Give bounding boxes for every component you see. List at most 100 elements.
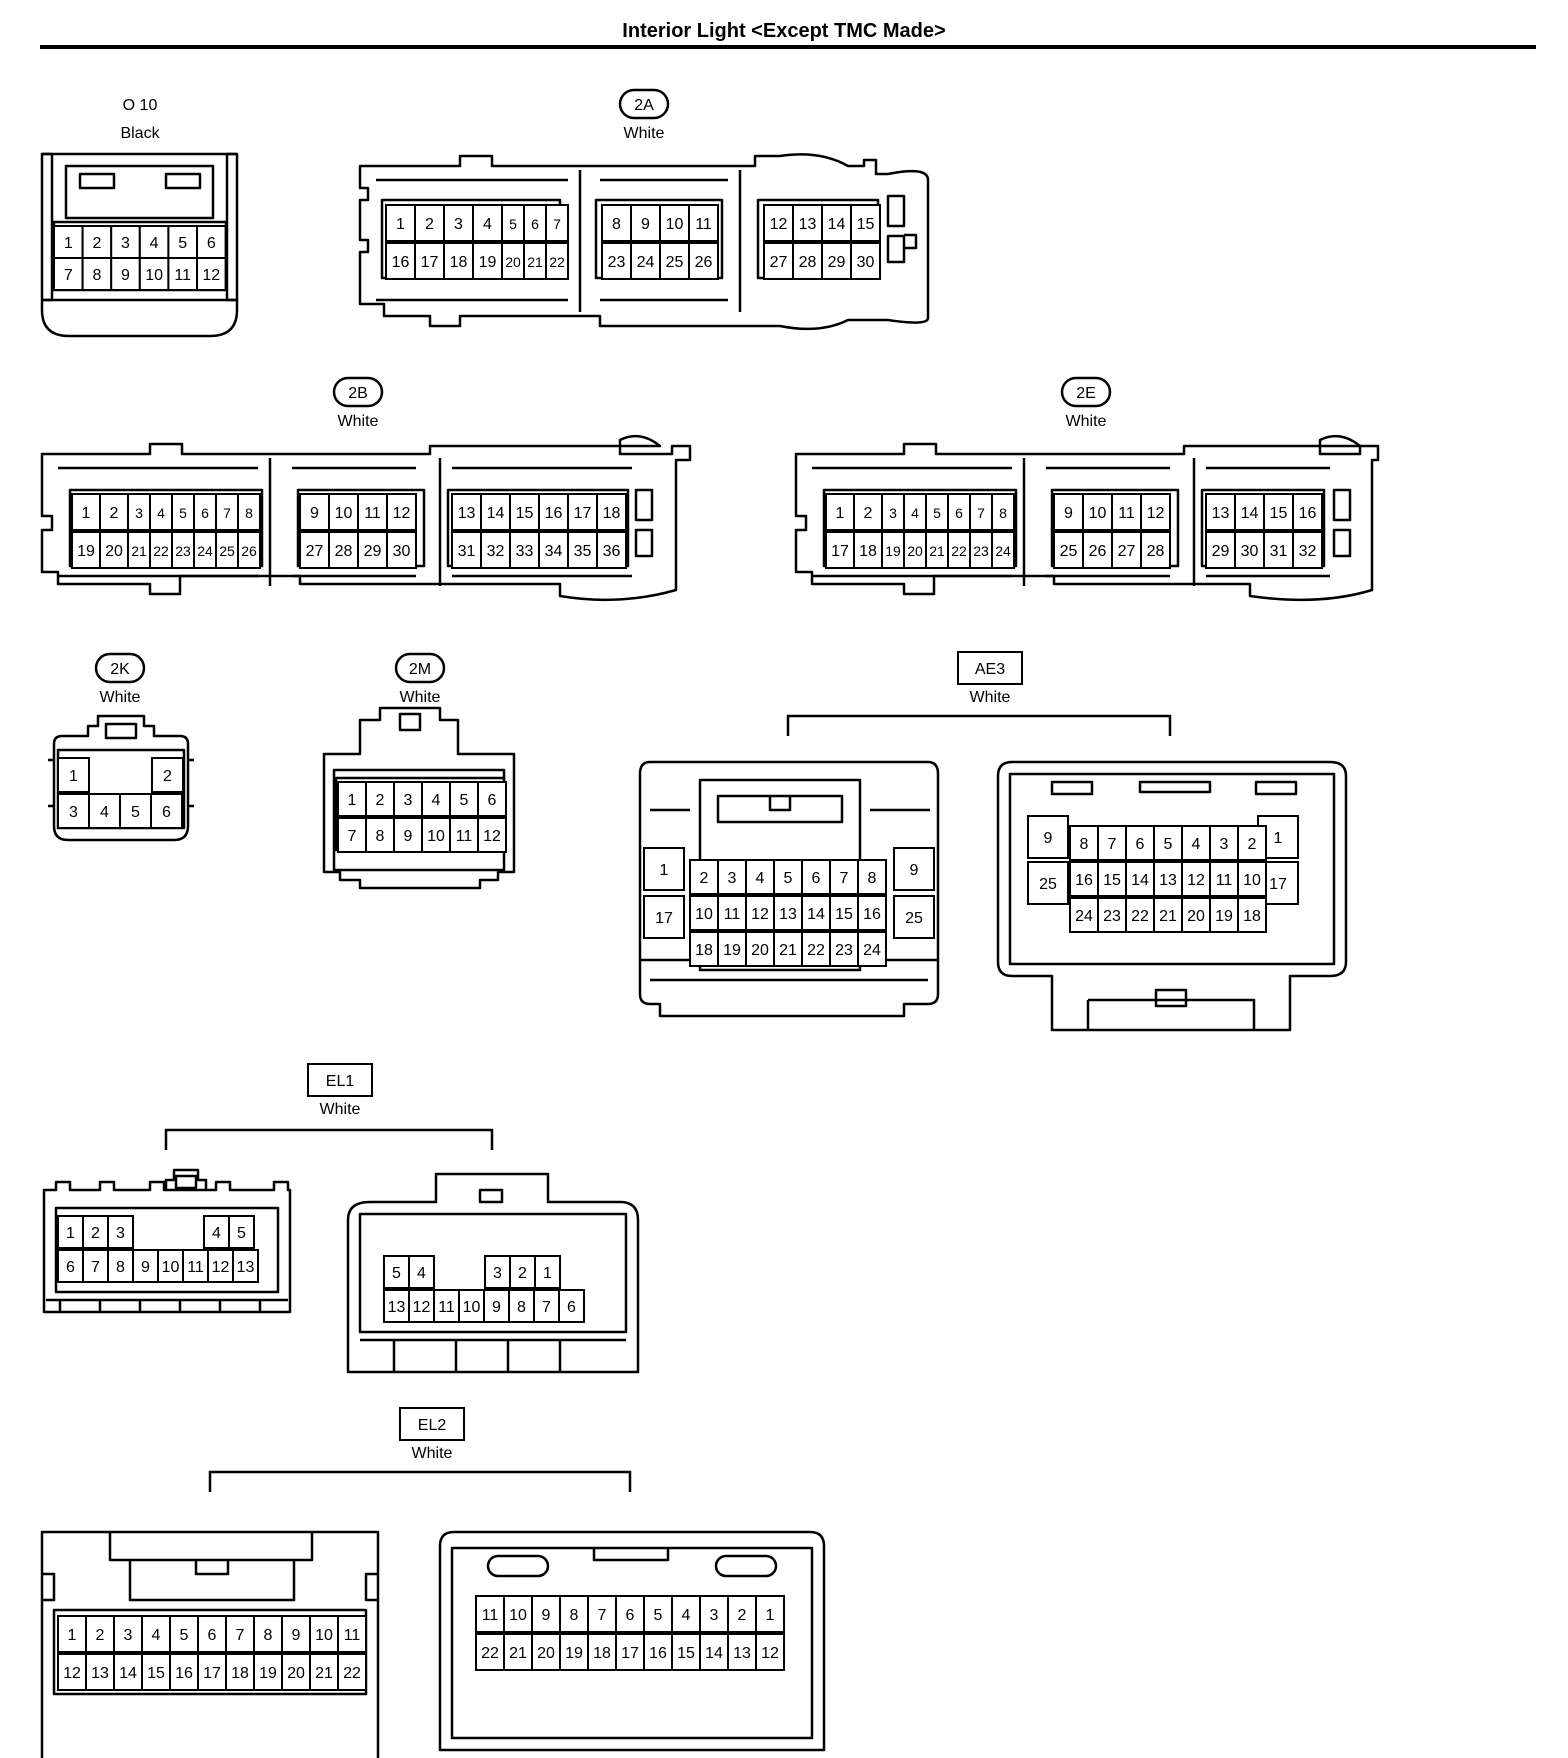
pin-cell: 9 xyxy=(1053,493,1084,531)
pin-cell: 24 xyxy=(991,531,1015,569)
pin-cell: 2 xyxy=(365,781,395,817)
pin-number: 2 xyxy=(738,1607,747,1624)
pin-number: 18 xyxy=(450,254,468,271)
pin-cell: 7 xyxy=(82,1249,109,1283)
pin-cell: 31 xyxy=(1263,531,1294,569)
pin-cell: 10 xyxy=(328,493,359,531)
pin-number: 4 xyxy=(432,792,441,809)
pin-cell: 22 xyxy=(337,1653,367,1691)
pin-number: 29 xyxy=(828,254,846,271)
pin-cell: 16 xyxy=(538,493,569,531)
pin-cell: 4 xyxy=(408,1255,435,1289)
pin-cell: 5 xyxy=(643,1595,673,1633)
pin-number: 21 xyxy=(509,1645,527,1662)
pin-cell: 1 xyxy=(534,1255,561,1289)
pin-number: 4 xyxy=(682,1607,691,1624)
pin-number: 18 xyxy=(695,942,713,959)
pin-number: 16 xyxy=(1299,505,1317,522)
pin-cell: 2 xyxy=(82,1215,109,1249)
pin-number: 15 xyxy=(147,1665,165,1682)
pin-cell: 12 xyxy=(755,1633,785,1671)
pin-cell: 13 xyxy=(727,1633,757,1671)
pin-number: 9 xyxy=(910,862,919,879)
connector-color: White xyxy=(338,413,379,430)
pin-cell: 2 xyxy=(151,757,184,793)
pin-number: 17 xyxy=(831,543,849,560)
pin-number: 5 xyxy=(784,870,793,887)
pin-number: 18 xyxy=(231,1665,249,1682)
pin-cell: 11 xyxy=(475,1595,505,1633)
pin-cell: 19 xyxy=(472,242,503,280)
pin-number: 6 xyxy=(1136,836,1145,853)
pin-cell: 11 xyxy=(1111,493,1142,531)
pin-number: 17 xyxy=(1269,876,1287,893)
pin-number: 30 xyxy=(393,543,411,560)
pin-number: 16 xyxy=(392,254,410,271)
pin-number: 3 xyxy=(889,505,897,521)
pin-number: 14 xyxy=(487,505,505,522)
pin-cell: 4 xyxy=(421,781,451,817)
pin-number: 13 xyxy=(733,1645,751,1662)
pin-cell: 18 xyxy=(1237,897,1267,933)
pin-cell: 11 xyxy=(449,817,479,853)
pin-cell: 7 xyxy=(587,1595,617,1633)
pin-number: 10 xyxy=(463,1299,481,1316)
pin-number: 7 xyxy=(553,216,561,232)
pin-cell: 23 xyxy=(969,531,993,569)
connector-color: White xyxy=(1066,413,1107,430)
pin-number: 26 xyxy=(241,543,257,559)
pin-number: 25 xyxy=(219,543,235,559)
pin-cell: 20 xyxy=(1181,897,1211,933)
pin-cell: 22 xyxy=(475,1633,505,1671)
pin-cell: 7 xyxy=(829,859,859,895)
pin-number: 9 xyxy=(1064,505,1073,522)
pin-number: 15 xyxy=(516,505,534,522)
pin-number: 10 xyxy=(335,505,353,522)
pin-cell: 18 xyxy=(443,242,474,280)
pin-cell: 2 xyxy=(689,859,719,895)
pin-number: 14 xyxy=(828,216,846,233)
pin-cell: 1 xyxy=(643,847,685,891)
pin-cell: 11 xyxy=(688,204,719,242)
pin-cell: 32 xyxy=(480,531,511,569)
connector-code: 2M xyxy=(409,661,431,678)
pin-number: 21 xyxy=(1159,908,1177,925)
pin-number: 3 xyxy=(454,216,463,233)
pin-number: 6 xyxy=(812,870,821,887)
pin-number: 8 xyxy=(116,1259,125,1276)
connector-code: 2K xyxy=(110,661,130,678)
pin-number: 4 xyxy=(212,1225,221,1242)
pin-cell: 6 xyxy=(801,859,831,895)
pin-number: 15 xyxy=(1103,872,1121,889)
pin-number: 8 xyxy=(1080,836,1089,853)
pin-cell: 10 xyxy=(458,1289,485,1323)
pin-cell: 31 xyxy=(451,531,482,569)
pin-number: 12 xyxy=(63,1665,81,1682)
pin-cell: 15 xyxy=(1097,861,1127,897)
pin-number: 5 xyxy=(933,505,941,521)
connector-color: White xyxy=(100,689,141,706)
pin-cell: 24 xyxy=(193,531,217,569)
pin-cell: 14 xyxy=(821,204,852,242)
pin-number: 3 xyxy=(1220,836,1229,853)
pin-number: 4 xyxy=(152,1627,161,1644)
pin-cell: 12 xyxy=(57,1653,87,1691)
pin-cell: 6 xyxy=(615,1595,645,1633)
pin-number: 21 xyxy=(315,1665,333,1682)
pin-cell: 2 xyxy=(1237,825,1267,861)
pin-cell: 6 xyxy=(193,493,217,531)
pin-number: 12 xyxy=(770,216,788,233)
pin-cell: 34 xyxy=(538,531,569,569)
pin-number: 21 xyxy=(929,543,945,559)
ae3-bracket xyxy=(786,714,1172,736)
pin-number: 4 xyxy=(100,804,109,821)
pin-cell: 4 xyxy=(671,1595,701,1633)
pin-cell: 9 xyxy=(132,1249,159,1283)
pin-number: 9 xyxy=(292,1627,301,1644)
pin-number: 22 xyxy=(481,1645,499,1662)
pin-cell: 21 xyxy=(503,1633,533,1671)
connector-color: Black xyxy=(120,125,160,142)
pin-number: 8 xyxy=(245,505,253,521)
connector-code: 2A xyxy=(634,97,654,114)
pin-cell: 11 xyxy=(433,1289,460,1323)
